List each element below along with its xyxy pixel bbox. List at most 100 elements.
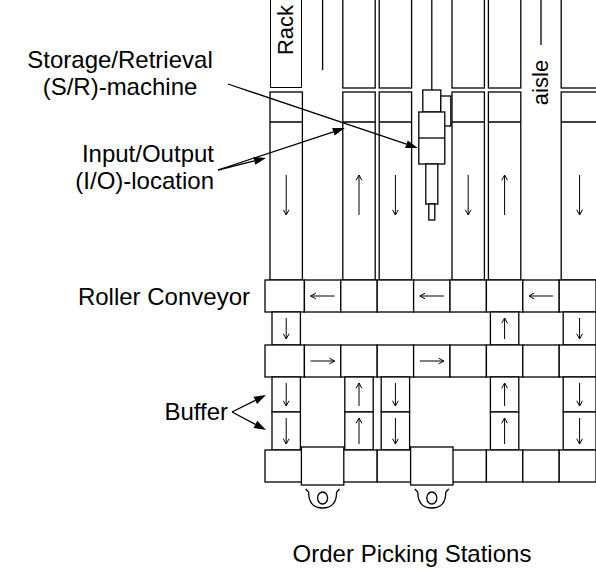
conveyor-cell <box>523 450 559 482</box>
io-conveyor <box>488 92 520 280</box>
buffer-cell <box>381 377 409 412</box>
flow-arrow <box>311 293 335 299</box>
leader-arrowhead <box>254 421 266 430</box>
flow-arrow <box>502 175 508 215</box>
operator-head <box>427 492 437 504</box>
sr-machine-motor <box>423 90 441 112</box>
conveyor-cell <box>304 345 340 377</box>
conveyor-cell <box>377 345 413 377</box>
sr-machine-detail <box>419 137 445 138</box>
flow-arrow <box>311 358 335 364</box>
io-conveyor <box>379 92 411 280</box>
buffer-cell <box>381 412 409 450</box>
picking-station <box>301 447 343 485</box>
roller-conveyor-cell <box>486 280 522 312</box>
rack <box>379 0 411 88</box>
flow-arrow <box>393 418 399 444</box>
rack <box>343 0 375 88</box>
roller-conveyor-cell <box>559 280 596 312</box>
buffer-cell <box>490 412 518 450</box>
illustration <box>218 0 596 508</box>
flow-arrow <box>393 383 399 406</box>
callout-label: Storage/Retrieval (S/R)-machine <box>2 46 238 100</box>
roller-conveyor-cell <box>523 280 559 312</box>
picking-station <box>411 447 453 485</box>
sr-machine-carriage <box>419 112 445 164</box>
flow-arrow <box>577 318 583 339</box>
label-text: Input/Output (I/O)-location <box>75 140 214 194</box>
conveyor-cell <box>265 450 304 482</box>
conveyor-cell <box>272 312 300 345</box>
flow-arrow <box>283 383 289 406</box>
conveyor-cell <box>450 345 486 377</box>
conveyor-cell <box>490 312 518 345</box>
io-divider <box>452 121 484 122</box>
flow-arrow <box>502 383 508 406</box>
rack-box: Rack <box>270 0 302 88</box>
flow-arrow <box>356 175 362 215</box>
rail-line <box>322 0 323 70</box>
flow-arrow <box>577 175 583 215</box>
rail-line <box>431 0 432 100</box>
operator-arms <box>306 489 340 492</box>
io-divider <box>270 121 302 122</box>
operator-shoulders <box>309 492 337 508</box>
conveyor-cell <box>486 450 522 482</box>
conveyor-cell <box>523 345 559 377</box>
roller-conveyor-cell <box>304 280 340 312</box>
conveyor-cell <box>563 312 596 345</box>
callout-label: Buffer <box>120 398 228 425</box>
io-divider <box>379 121 411 122</box>
operator-shoulders <box>418 492 446 508</box>
rail-line <box>540 0 541 45</box>
label-text: Buffer <box>164 398 228 425</box>
flow-arrow <box>356 418 362 444</box>
buffer-cell <box>272 377 300 412</box>
conveyor-cell <box>559 345 596 377</box>
rack-label: Rack <box>274 5 298 55</box>
conveyor-cell <box>265 345 304 377</box>
roller-conveyor-cell <box>450 280 486 312</box>
roller-conveyor-cell <box>265 280 304 312</box>
io-divider <box>488 121 520 122</box>
sr-machine-fork <box>426 164 438 204</box>
flow-arrow <box>465 175 471 215</box>
flow-arrow <box>283 175 289 215</box>
label-text: aisle <box>529 59 554 104</box>
buffer-cell <box>563 412 596 450</box>
buffer-cell <box>490 377 518 412</box>
flow-arrow <box>393 175 399 215</box>
roller-conveyor-cell <box>414 280 450 312</box>
flow-arrow <box>577 383 583 406</box>
flow-arrow <box>502 318 508 339</box>
operator-arms <box>415 489 449 492</box>
leader-arrowhead <box>253 395 266 404</box>
flow-arrow <box>283 318 289 339</box>
leader-line <box>232 412 255 424</box>
buffer-cell <box>563 377 596 412</box>
leader-arrowhead <box>332 128 345 136</box>
leader-arrowhead <box>405 140 418 148</box>
io-divider <box>343 121 375 122</box>
roller-conveyor-cell <box>377 280 413 312</box>
flow-arrow <box>577 418 583 444</box>
caption-label: Order Picking Stations <box>230 540 594 567</box>
sr-machine-fork-tip <box>429 204 435 220</box>
label-text: Roller Conveyor <box>78 283 250 310</box>
io-conveyor <box>270 92 302 280</box>
flow-arrow <box>356 383 362 406</box>
leader-line <box>232 400 255 412</box>
io-conveyor <box>343 92 375 280</box>
label-text: Order Picking Stations <box>293 540 532 567</box>
callout-label: Input/Output (I/O)-location <box>20 140 214 194</box>
flow-arrow <box>420 293 444 299</box>
flow-arrow <box>283 418 289 444</box>
leader-line <box>218 132 333 170</box>
label-text: Storage/Retrieval (S/R)-machine <box>27 46 212 100</box>
conveyor-cell <box>559 450 596 482</box>
roller-conveyor-cell <box>341 280 377 312</box>
conveyor-cell <box>377 450 413 482</box>
conveyor-cell <box>341 450 377 482</box>
callout-label: Roller Conveyor <box>4 283 250 310</box>
